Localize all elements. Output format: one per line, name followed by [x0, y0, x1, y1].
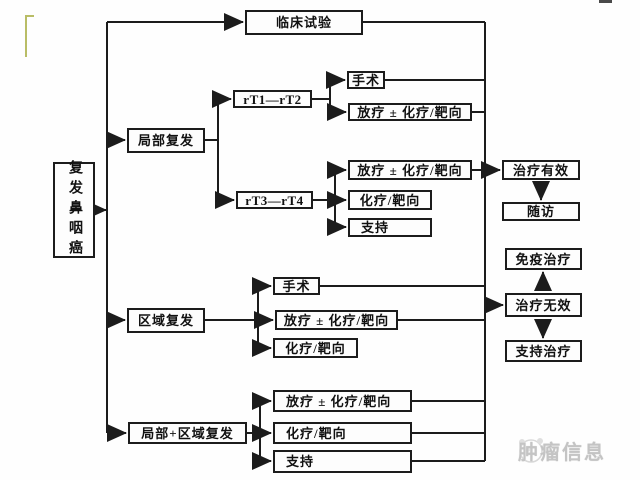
local-split [205, 99, 219, 200]
node-radio-chemo-regional: 放疗 ± 化疗/靶向 [275, 310, 398, 330]
node-local-regional-recurrence: 局部+区域复发 [128, 422, 247, 444]
node-surgery-regional: 手术 [273, 277, 320, 295]
watermark: 肿瘤信息 [512, 436, 606, 465]
node-radio-chemo-lr: 放疗 ± 化疗/靶向 [273, 390, 412, 412]
node-rt1-rt2: rT1—rT2 [233, 90, 312, 108]
node-chemo-target-regional: 化疗/靶向 [273, 338, 358, 358]
node-supportive-care: 支持治疗 [505, 340, 582, 362]
regional-split [205, 286, 259, 348]
top-edge-artifact [599, 0, 612, 3]
node-chemo-target-lr: 化疗/靶向 [273, 422, 412, 444]
node-regional-recurrence: 区域复发 [127, 308, 205, 333]
node-rt3-rt4: rT3—rT4 [236, 191, 313, 209]
node-clinical-trial: 临床试验 [245, 10, 363, 35]
node-treatment-ineffective: 治疗无效 [505, 293, 582, 317]
corner-bracket [25, 15, 34, 57]
node-followup: 随访 [502, 202, 580, 221]
node-support-lr: 支持 [273, 450, 412, 473]
local-regional-split [247, 401, 261, 461]
node-recurrent-npc: 复发鼻咽癌 [53, 160, 95, 260]
node-radio-chemo-t34: 放疗 ± 化疗/靶向 [348, 160, 472, 180]
rt3-split [313, 170, 336, 227]
node-chemo-target-t34: 化疗/靶向 [348, 190, 432, 210]
node-treatment-effective: 治疗有效 [502, 160, 580, 180]
watermark-logo-icon [519, 438, 543, 463]
node-immunotherapy: 免疫治疗 [505, 248, 582, 270]
node-support-t34: 支持 [348, 218, 432, 237]
watermark-text: 肿瘤信息 [518, 442, 606, 464]
node-local-recurrence: 局部复发 [127, 128, 205, 153]
rt1-split [312, 80, 331, 112]
node-radio-chemo-t12: 放疗 ± 化疗/靶向 [348, 103, 472, 121]
node-surgery-t12: 手术 [347, 71, 385, 89]
